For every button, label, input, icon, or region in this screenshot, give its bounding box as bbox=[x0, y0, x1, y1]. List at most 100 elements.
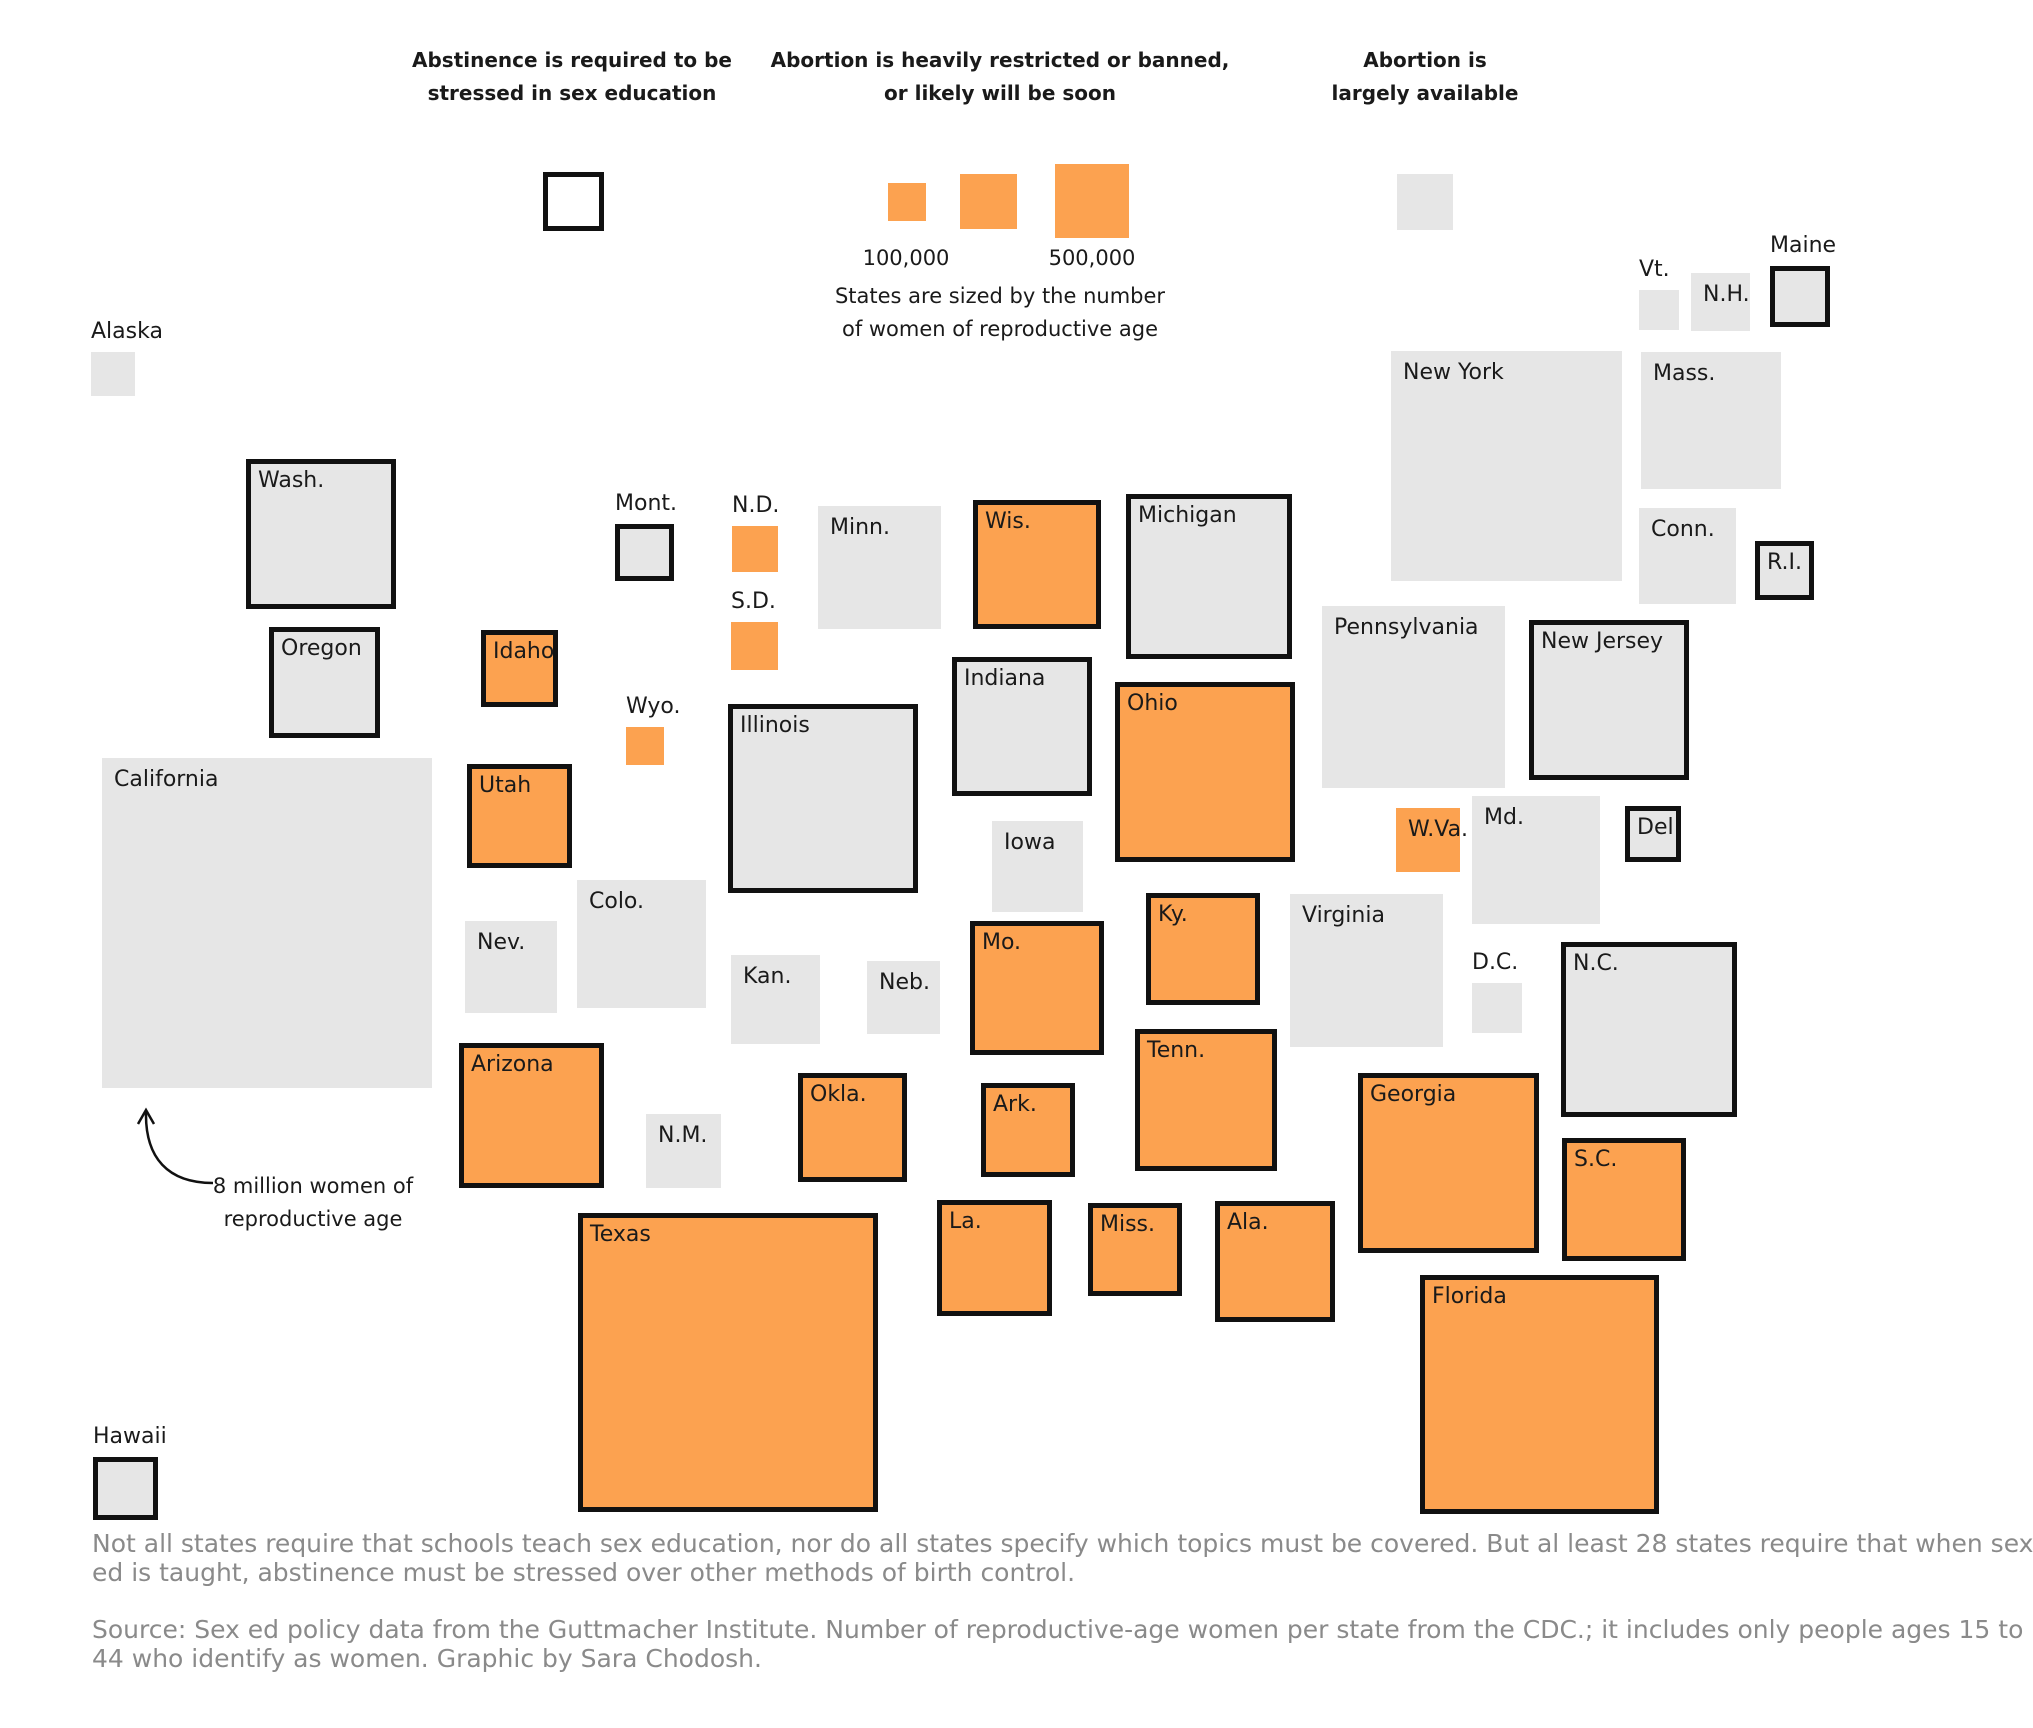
state-label-tenn: Tenn. bbox=[1147, 1038, 1206, 1063]
legend-abstinence-swatch bbox=[543, 172, 604, 231]
state-label-nev: Nev. bbox=[477, 930, 526, 955]
state-label-pennsylvania: Pennsylvania bbox=[1334, 615, 1479, 640]
state-box-pennsylvania: Pennsylvania bbox=[1322, 606, 1505, 788]
state-label-michigan: Michigan bbox=[1138, 503, 1237, 528]
state-box-oregon: Oregon bbox=[269, 627, 380, 738]
state-box-hawaii bbox=[93, 1457, 158, 1520]
state-box-new-jersey: New Jersey bbox=[1529, 620, 1689, 780]
state-label-virginia: Virginia bbox=[1302, 903, 1385, 928]
state-box-kan: Kan. bbox=[731, 955, 820, 1044]
state-label-ark: Ark. bbox=[993, 1092, 1037, 1117]
state-box-s-d bbox=[731, 622, 778, 670]
state-box-n-c: N.C. bbox=[1561, 942, 1737, 1117]
legend-restricted-swatch-small bbox=[888, 183, 926, 221]
state-box-la: La. bbox=[937, 1200, 1052, 1316]
state-box-illinois: Illinois bbox=[728, 704, 918, 893]
state-box-miss: Miss. bbox=[1088, 1203, 1182, 1296]
state-label-n-d: N.D. bbox=[732, 493, 780, 518]
state-label-florida: Florida bbox=[1432, 1284, 1507, 1309]
state-box-colo: Colo. bbox=[577, 880, 706, 1008]
legend-abstinence-heading: Abstinence is required to be stressed in… bbox=[412, 48, 732, 105]
state-box-ohio: Ohio bbox=[1115, 682, 1295, 862]
state-label-texas: Texas bbox=[590, 1222, 651, 1247]
california-annotation: 8 million women of reproductive age bbox=[212, 1174, 414, 1231]
state-box-wyo bbox=[626, 727, 664, 765]
state-box-wis: Wis. bbox=[973, 500, 1101, 629]
footnote-line-1: Not all states require that schools teac… bbox=[92, 1529, 2033, 1558]
state-label-s-c: S.C. bbox=[1574, 1147, 1618, 1172]
state-label-alaska: Alaska bbox=[91, 319, 163, 344]
source-line-1: Source: Sex ed policy data from the Gutt… bbox=[92, 1615, 2024, 1644]
state-box-texas: Texas bbox=[578, 1213, 878, 1512]
state-label-california: California bbox=[114, 767, 219, 792]
state-label-idaho: Idaho bbox=[493, 639, 555, 664]
legend-size-note: States are sized by the number of women … bbox=[834, 284, 1166, 341]
legend-available-swatch bbox=[1397, 174, 1453, 230]
state-label-n-h: N.H. bbox=[1703, 282, 1750, 307]
state-label-illinois: Illinois bbox=[740, 713, 810, 738]
state-box-s-c: S.C. bbox=[1562, 1138, 1686, 1261]
state-label-new-york: New York bbox=[1403, 360, 1504, 385]
legend-restricted-swatch-large bbox=[1055, 164, 1129, 238]
state-label-mo: Mo. bbox=[982, 930, 1022, 955]
state-box-mo: Mo. bbox=[970, 921, 1104, 1055]
state-label-r-i: R.I. bbox=[1767, 550, 1802, 575]
state-label-s-d: S.D. bbox=[731, 589, 776, 614]
cartogram-stage: Abstinence is required to be stressed in… bbox=[91, 48, 2033, 1673]
state-box-n-h: N.H. bbox=[1691, 273, 1750, 331]
state-box-conn: Conn. bbox=[1639, 508, 1736, 604]
state-label-georgia: Georgia bbox=[1370, 1082, 1457, 1107]
state-label-minn: Minn. bbox=[830, 515, 890, 540]
state-box-iowa: Iowa bbox=[992, 821, 1083, 912]
state-box-r-i: R.I. bbox=[1755, 541, 1814, 600]
state-box-alaska bbox=[91, 352, 135, 396]
state-label-colo: Colo. bbox=[589, 889, 644, 914]
state-box-new-york: New York bbox=[1391, 351, 1622, 581]
state-label-la: La. bbox=[949, 1209, 982, 1234]
state-box-michigan: Michigan bbox=[1126, 494, 1292, 659]
state-box-mass: Mass. bbox=[1641, 352, 1781, 489]
legend-size-high-label: 500,000 bbox=[1048, 246, 1136, 270]
state-box-california: California bbox=[102, 758, 432, 1088]
state-label-oregon: Oregon bbox=[281, 636, 362, 661]
state-label-conn: Conn. bbox=[1651, 517, 1715, 542]
state-box-wash: Wash. bbox=[246, 459, 396, 609]
state-label-wis: Wis. bbox=[985, 509, 1031, 534]
state-box-w-va: W.Va. bbox=[1396, 808, 1468, 872]
legend-available-heading: Abortion is largely available bbox=[1331, 48, 1519, 105]
state-label-mass: Mass. bbox=[1653, 361, 1716, 386]
state-label-ky: Ky. bbox=[1158, 902, 1188, 927]
state-box-d-c bbox=[1472, 983, 1522, 1033]
state-label-ohio: Ohio bbox=[1127, 691, 1178, 716]
state-box-florida: Florida bbox=[1420, 1275, 1659, 1514]
state-box-okla: Okla. bbox=[798, 1073, 907, 1182]
state-label-maine: Maine bbox=[1770, 233, 1837, 258]
state-label-miss: Miss. bbox=[1100, 1212, 1156, 1237]
state-box-minn: Minn. bbox=[818, 506, 941, 629]
state-box-del: Del bbox=[1625, 806, 1681, 862]
state-box-ala: Ala. bbox=[1215, 1201, 1335, 1322]
state-box-n-m: N.M. bbox=[646, 1114, 721, 1188]
state-label-iowa: Iowa bbox=[1004, 830, 1056, 855]
state-label-neb: Neb. bbox=[879, 970, 930, 995]
legend-size-low-label: 100,000 bbox=[862, 246, 950, 270]
source-line-2: 44 who identify as women. Graphic by Sar… bbox=[92, 1644, 762, 1673]
state-label-del: Del bbox=[1637, 815, 1674, 840]
state-label-indiana: Indiana bbox=[964, 666, 1046, 691]
state-label-hawaii: Hawaii bbox=[93, 1424, 167, 1449]
state-label-ala: Ala. bbox=[1227, 1210, 1269, 1235]
state-box-georgia: Georgia bbox=[1358, 1073, 1539, 1253]
state-label-wash: Wash. bbox=[258, 468, 325, 493]
state-box-maine bbox=[1770, 266, 1830, 327]
state-box-vt bbox=[1639, 290, 1679, 330]
state-box-utah: Utah bbox=[467, 764, 572, 868]
state-label-n-c: N.C. bbox=[1573, 951, 1619, 976]
state-label-vt: Vt. bbox=[1639, 257, 1670, 282]
state-label-okla: Okla. bbox=[810, 1082, 867, 1107]
state-box-ark: Ark. bbox=[981, 1083, 1075, 1177]
state-label-arizona: Arizona bbox=[471, 1052, 554, 1077]
footnote-line-2: ed is taught, abstinence must be stresse… bbox=[92, 1558, 1076, 1587]
state-label-n-m: N.M. bbox=[658, 1123, 708, 1148]
state-label-new-jersey: New Jersey bbox=[1541, 629, 1664, 654]
legend-restricted-heading: Abortion is heavily restricted or banned… bbox=[770, 48, 1230, 105]
